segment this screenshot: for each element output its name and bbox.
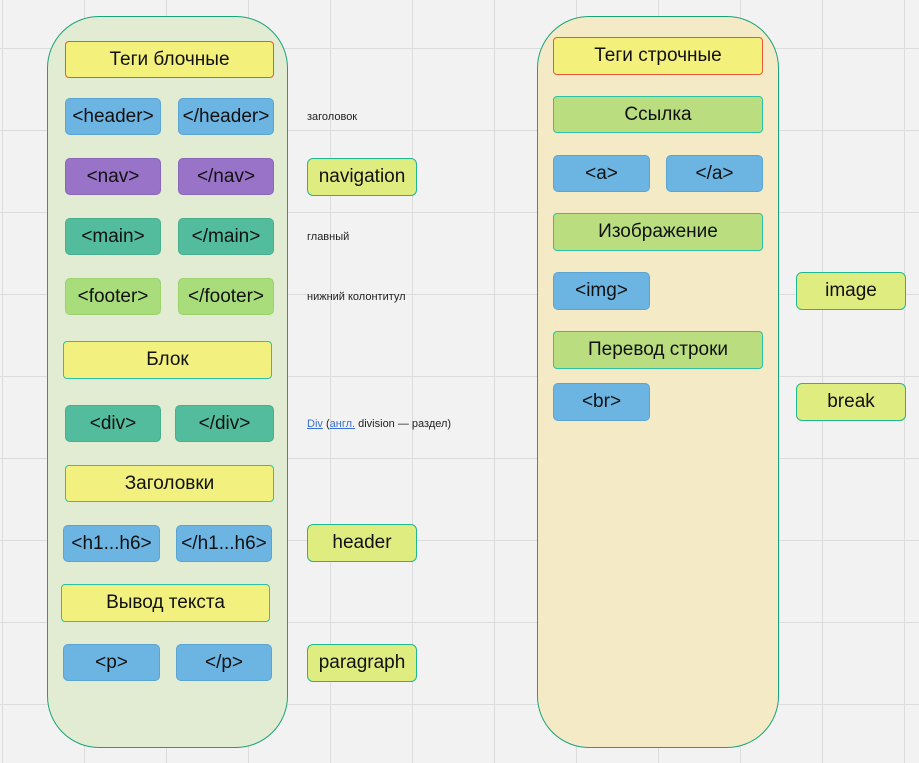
heading-open-tag[interactable]: <h1...h6> — [63, 525, 160, 562]
link-section-label[interactable]: Ссылка — [553, 96, 763, 133]
div-note-paren: ( — [322, 418, 330, 430]
paragraph-label[interactable]: paragraph — [307, 644, 417, 682]
br-tag[interactable]: <br> — [553, 383, 650, 421]
paragraph-open-tag[interactable]: <p> — [63, 644, 160, 681]
div-note-text: division — раздел) — [355, 418, 452, 430]
header-label[interactable]: header — [307, 524, 417, 562]
a-close-tag[interactable]: </a> — [666, 155, 763, 192]
block-tags-title[interactable]: Теги блочные — [65, 41, 274, 78]
inline-tags-title[interactable]: Теги строчные — [553, 37, 763, 75]
div-note: Div (англ. division — раздел) — [307, 415, 451, 433]
break-label[interactable]: break — [796, 383, 906, 421]
image-label[interactable]: image — [796, 272, 906, 310]
paragraph-close-tag[interactable]: </p> — [176, 644, 272, 681]
main-note: главный — [307, 231, 350, 243]
a-open-tag[interactable]: <a> — [553, 155, 650, 192]
img-tag[interactable]: <img> — [553, 272, 650, 310]
linebreak-section-label[interactable]: Перевод строки — [553, 331, 763, 369]
footer-close-tag[interactable]: </footer> — [178, 278, 274, 315]
div-close-tag[interactable]: </div> — [175, 405, 274, 442]
header-note: заголовок — [307, 111, 358, 123]
headings-section-label[interactable]: Заголовки — [65, 465, 274, 502]
engl-link[interactable]: англ. — [329, 418, 356, 430]
inline-tags-panel — [537, 16, 779, 748]
text-section-label[interactable]: Вывод текста — [61, 584, 270, 622]
block-tags-panel — [47, 16, 288, 748]
nav-close-tag[interactable]: </nav> — [178, 158, 274, 195]
header-close-tag[interactable]: </header> — [178, 98, 274, 135]
footer-open-tag[interactable]: <footer> — [65, 278, 161, 315]
div-open-tag[interactable]: <div> — [65, 405, 161, 442]
navigation-label[interactable]: navigation — [307, 158, 417, 196]
header-open-tag[interactable]: <header> — [65, 98, 161, 135]
image-section-label[interactable]: Изображение — [553, 213, 763, 251]
footer-note: нижний колонтитул — [307, 291, 406, 303]
main-open-tag[interactable]: <main> — [65, 218, 161, 255]
div-section-label[interactable]: Блок — [63, 341, 272, 379]
heading-close-tag[interactable]: </h1...h6> — [176, 525, 272, 562]
div-link[interactable]: Div — [307, 418, 323, 430]
main-close-tag[interactable]: </main> — [178, 218, 274, 255]
nav-open-tag[interactable]: <nav> — [65, 158, 161, 195]
